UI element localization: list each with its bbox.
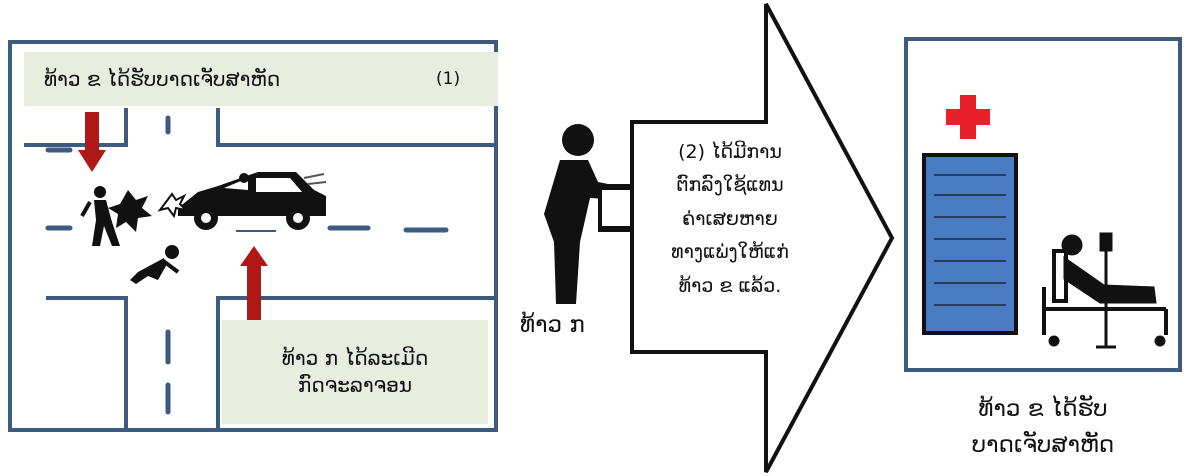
fallen-person-icon (130, 245, 180, 284)
road-edge-top-right (216, 108, 498, 147)
arrow-line-4: ທາງແພ່ງໃຫ້ແກ່ (671, 241, 789, 264)
road-edge-top-left (24, 108, 128, 147)
red-arrow-up-icon (240, 246, 268, 320)
road-edge-bottom-right (216, 296, 498, 432)
step-one-label: (1) (436, 68, 461, 89)
arrow-line-2: ຕົກລົງໃຊ້ແທນ (676, 174, 784, 197)
hospital-bed-patient-icon (1042, 232, 1168, 349)
violation-label-box: ທ້າວ ກ ໄດ້ລະເມີດ ກົດຈະລາຈອນ (222, 320, 488, 424)
person-signing-icon (544, 124, 634, 304)
red-arrow-down-icon (78, 112, 106, 172)
car-icon (178, 172, 327, 232)
injury-label: ທ້າວ ຂ ໄດ້ຮັບບາດເຈັບສາຫັດ (44, 66, 281, 91)
injury-label-box: ທ້າວ ຂ ໄດ້ຮັບບາດເຈັບສາຫັດ (1) (24, 52, 498, 106)
violation-line2: ກົດຈະລາຈອນ (297, 373, 413, 397)
building-icon (922, 153, 1018, 335)
person-a-label: ທ້າວ ກ (520, 312, 585, 338)
hospital-drawing (922, 95, 1168, 349)
caption-line2: ບາດເຈັບສາຫັດ (971, 431, 1115, 458)
arrow-line-1: (2) ໄດ້ມີການ (678, 141, 782, 163)
arrow-line-3: ຄ່າເສຍຫາຍ (682, 207, 778, 230)
caption-line1: ທ້າວ ຂ ໄດ້ຮັບ (978, 396, 1108, 422)
patient-caption: ທ້າວ ຂ ໄດ້ຮັບ ບາດເຈັບສາຫັດ (904, 392, 1182, 463)
road-intersection-drawing (24, 108, 498, 432)
red-cross-icon (946, 95, 990, 139)
pedestrian-hit-icon (80, 186, 190, 246)
violation-line1: ທ້າວ ກ ໄດ້ລະເມີດ (281, 346, 429, 370)
big-right-arrow-icon (630, 3, 895, 473)
arrow-text-block: (2) ໄດ້ມີການ ຕົກລົງໃຊ້ແທນ ຄ່າເສຍຫາຍ ທາງແ… (630, 136, 830, 303)
arrow-line-5: ທ້າວ ຂ ແລ້ວ. (678, 274, 782, 297)
road-edge-bottom-left (46, 296, 128, 432)
